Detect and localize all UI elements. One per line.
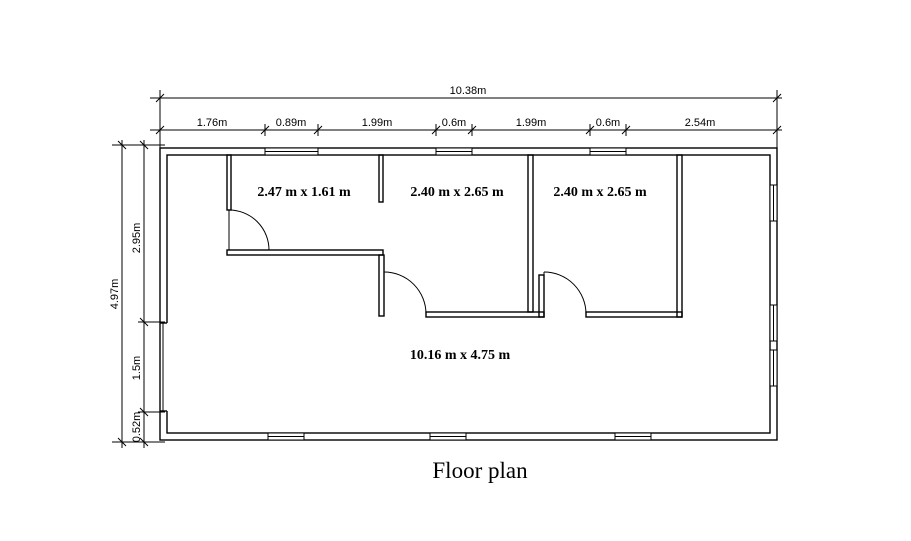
door xyxy=(543,271,587,315)
top-dimensions: 10.38m 1.76m 0.89m 1.99m 0.6m 1.99m 0.6m… xyxy=(150,85,782,150)
entrance-door xyxy=(158,322,170,412)
room-label: 2.40 m x 2.65 m xyxy=(553,185,647,200)
width-segment-label: 1.99m xyxy=(362,117,393,129)
caption: Floor plan xyxy=(432,458,528,483)
door xyxy=(383,271,427,315)
height-segment-label: 0.52m xyxy=(131,412,143,443)
width-segment-label: 2.54m xyxy=(685,117,716,129)
width-segment-label: 0.6m xyxy=(596,117,620,129)
windows xyxy=(264,147,778,441)
interior-doors xyxy=(228,209,587,315)
height-segment-label: 1.5m xyxy=(131,356,143,380)
width-segment-label: 1.99m xyxy=(516,117,547,129)
total-height-label: 4.97m xyxy=(109,279,121,310)
interior-walls xyxy=(226,154,683,318)
room-label: 2.40 m x 2.65 m xyxy=(410,185,504,200)
width-segment-label: 0.6m xyxy=(442,117,466,129)
width-segment-label: 0.89m xyxy=(276,117,307,129)
room-label: 2.47 m x 1.61 m xyxy=(257,185,351,200)
height-segment-label: 2.95m xyxy=(131,223,143,254)
left-dimensions: 4.97m 2.95m 1.5m 0.52m xyxy=(109,140,165,448)
total-width-label: 10.38m xyxy=(450,85,487,97)
door xyxy=(228,209,270,251)
room-labels: 2.47 m x 1.61 m 2.40 m x 2.65 m 2.40 m x… xyxy=(257,185,647,363)
room-label: 10.16 m x 4.75 m xyxy=(410,348,511,363)
width-segment-label: 1.76m xyxy=(197,117,228,129)
